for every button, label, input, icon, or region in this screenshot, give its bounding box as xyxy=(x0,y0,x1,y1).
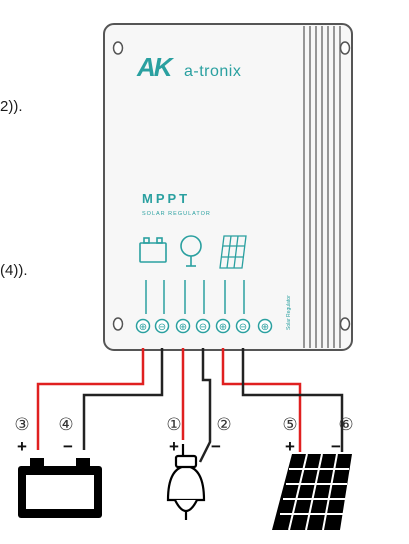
polarity-sign: + xyxy=(285,437,295,456)
brand-logo: AK xyxy=(136,52,175,82)
terminal-screw xyxy=(135,318,151,334)
polarity-sign: + xyxy=(17,437,27,456)
terminal-row: ⊕ ⊖ ⊕ ⊖ ⊕ ⊖ ⊕ xyxy=(135,318,273,334)
terminal-screw xyxy=(195,318,211,334)
connection-number: ③ xyxy=(14,415,29,434)
battery-status-icon xyxy=(139,237,167,263)
connection-number: ⑤ xyxy=(282,415,297,434)
terminal-guide-lines xyxy=(145,280,245,314)
lamp-status-icon xyxy=(180,235,202,267)
connection-labels: ③ + ④ − ① + ② − ⑤ + ⑥ − xyxy=(14,415,353,456)
terminal-symbol: ⊕ xyxy=(179,322,187,333)
terminal-symbol: ⊖ xyxy=(199,322,207,333)
terminal-symbol: ⊕ xyxy=(219,322,227,333)
terminal-symbol: ⊕ xyxy=(261,322,269,333)
connection-number: ⑥ xyxy=(338,415,353,434)
terminal-symbol: ⊖ xyxy=(158,322,166,333)
battery-icon xyxy=(18,458,102,518)
mount-hole-bottom-right xyxy=(339,317,351,331)
mount-hole-top-right xyxy=(339,41,351,55)
connection-number: ① xyxy=(166,415,181,434)
wire-load-negative xyxy=(198,348,212,463)
side-label: Solar Regulator xyxy=(286,295,292,330)
terminal-screw xyxy=(235,318,251,334)
terminal-screw xyxy=(154,318,170,334)
wire-battery-positive xyxy=(36,348,145,450)
terminal-screw xyxy=(215,318,231,334)
polarity-sign: − xyxy=(211,437,221,456)
wires xyxy=(36,348,344,463)
model-subtitle: SOLAR REGULATOR xyxy=(142,211,211,217)
model-label: MPPT xyxy=(142,191,190,206)
wire-battery-negative xyxy=(82,348,164,450)
polarity-sign: − xyxy=(331,437,341,456)
wire-solar-negative xyxy=(241,348,344,452)
mount-hole-top-left xyxy=(112,41,124,55)
charge-controller: AK a-tronix MPPT SOLAR REGULATOR xyxy=(103,23,353,351)
terminal-screw xyxy=(257,318,273,334)
polarity-sign: − xyxy=(63,437,73,456)
lamp-icon xyxy=(166,444,206,520)
connection-number: ④ xyxy=(58,415,73,434)
solar-status-icon xyxy=(219,235,247,269)
text-fragment-mid: (4)). xyxy=(0,262,28,279)
polarity-sign: + xyxy=(169,437,179,456)
terminal-symbol: ⊖ xyxy=(239,322,247,333)
terminal-symbol: ⊕ xyxy=(139,322,147,333)
solar-panel-icon xyxy=(272,453,352,531)
brand-name: a-tronix xyxy=(184,63,241,80)
terminal-screw xyxy=(175,318,191,334)
connection-number: ② xyxy=(216,415,231,434)
wire-solar-positive xyxy=(221,348,302,452)
mount-hole-bottom-left xyxy=(112,317,124,331)
text-fragment-top: 2)). xyxy=(0,98,23,115)
heatsink-fins xyxy=(303,26,341,348)
